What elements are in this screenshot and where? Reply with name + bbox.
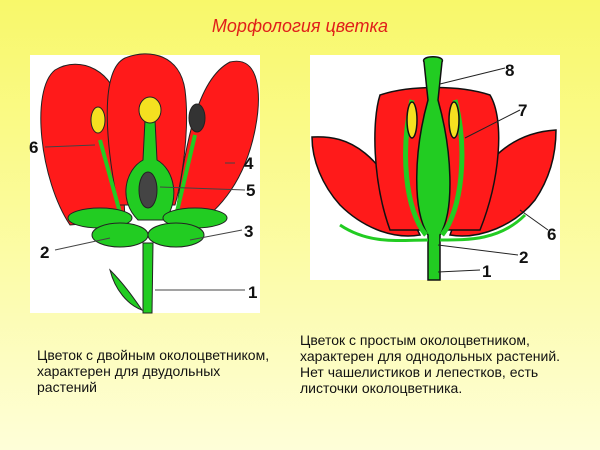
label-8: 8 — [505, 61, 514, 80]
sepal-right — [147, 222, 205, 248]
label-3: 3 — [244, 222, 253, 241]
label-6: 6 — [29, 138, 38, 157]
petal-right — [174, 60, 259, 226]
stem — [142, 242, 154, 314]
anther-right — [448, 101, 460, 139]
anther-left — [406, 101, 418, 139]
anther-center — [138, 96, 162, 124]
label-5: 5 — [246, 181, 255, 200]
label-1: 1 — [482, 262, 491, 281]
anther-right — [188, 103, 206, 133]
slide-title: Морфология цветка — [211, 16, 389, 36]
anther-left — [90, 106, 106, 134]
sepal-left — [91, 222, 149, 248]
leaf — [109, 268, 144, 311]
label-2: 2 — [519, 248, 528, 267]
pistil — [416, 56, 451, 281]
monocot-flower-diagram: 1 2 6 7 8 — [310, 55, 560, 281]
label-1: 1 — [248, 283, 257, 302]
label-2: 2 — [40, 243, 49, 262]
label-4: 4 — [244, 154, 254, 173]
caption-monocot: Цветок с простым околоцветником, характе… — [300, 332, 561, 396]
dicot-flower-diagram: 1 2 3 4 5 6 — [29, 53, 260, 314]
caption-dicot: Цветок с двойным околоцветником, характе… — [37, 347, 270, 395]
label-6: 6 — [547, 225, 556, 244]
label-7: 7 — [518, 101, 527, 120]
